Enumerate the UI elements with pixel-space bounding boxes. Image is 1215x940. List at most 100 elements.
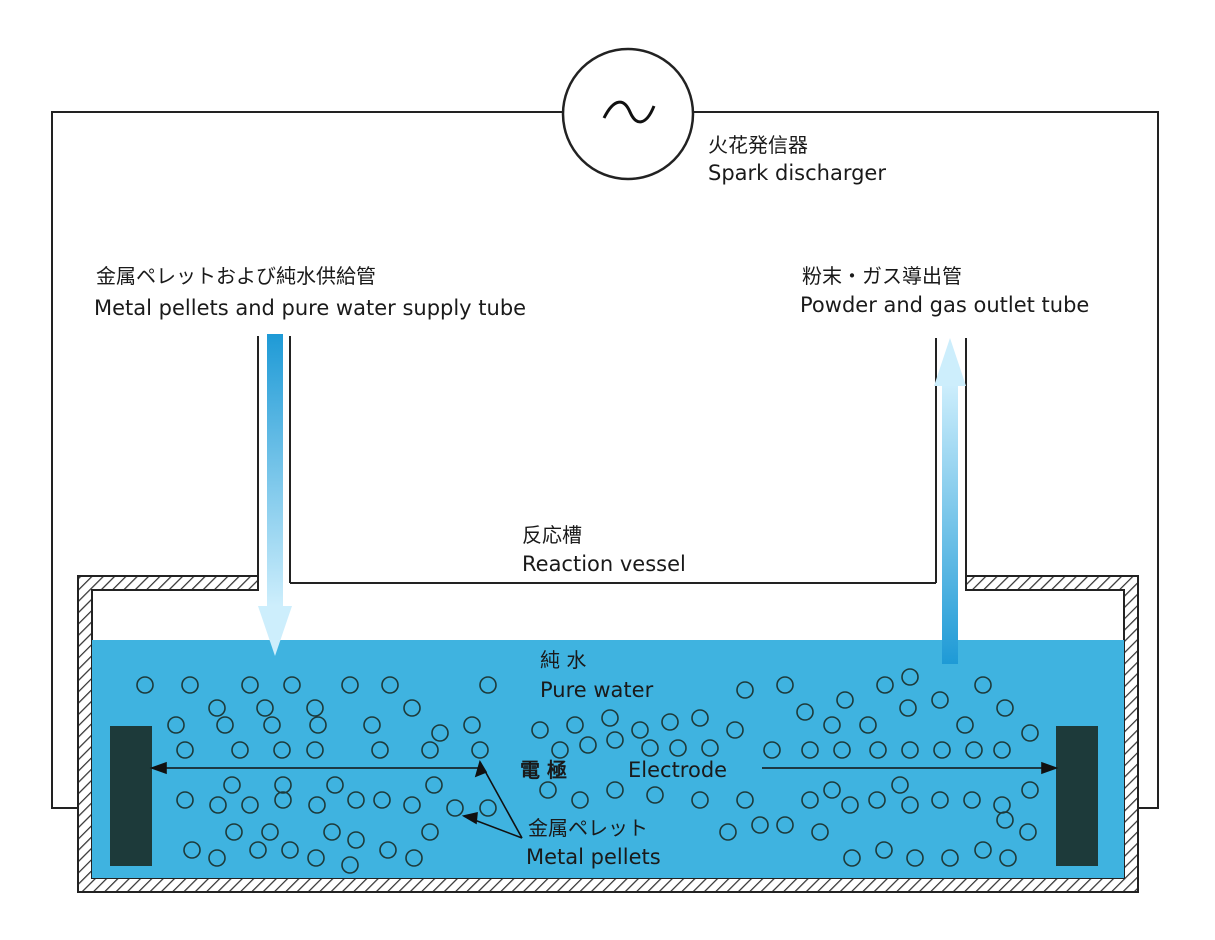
- electrode-label-en: Electrode: [628, 758, 727, 782]
- pellet: [379, 841, 397, 859]
- pellet: [176, 791, 194, 809]
- pellet: [823, 781, 841, 799]
- pellet: [566, 716, 584, 734]
- pellet: [875, 841, 893, 859]
- pellet: [431, 724, 449, 742]
- pellet-pointer-arrows: [461, 760, 523, 839]
- pellet: [347, 831, 365, 849]
- pellet: [901, 741, 919, 759]
- pellet: [899, 699, 917, 717]
- electrode-arrows: [149, 761, 1059, 775]
- pellet: [421, 741, 439, 759]
- pellet: [307, 849, 325, 867]
- pellet: [901, 668, 919, 686]
- pellet: [726, 721, 744, 739]
- pellet: [801, 741, 819, 759]
- right-electrode: [1056, 726, 1098, 866]
- pellet: [373, 791, 391, 809]
- pellet: [736, 681, 754, 699]
- pellet: [341, 676, 359, 694]
- pellet: [181, 676, 199, 694]
- pellet: [281, 841, 299, 859]
- pellet: [931, 691, 949, 709]
- generator-circle: [561, 47, 695, 181]
- pellet: [669, 739, 687, 757]
- pellet: [421, 823, 439, 841]
- pellet: [306, 699, 324, 717]
- pellet: [993, 741, 1011, 759]
- pellet: [859, 716, 877, 734]
- pellet: [868, 791, 886, 809]
- pellet: [274, 791, 292, 809]
- pellet: [996, 811, 1014, 829]
- pellet: [273, 741, 291, 759]
- outlet-tube-label-en: Powder and gas outlet tube: [800, 293, 1089, 317]
- pellet: [833, 741, 851, 759]
- pellet: [811, 823, 829, 841]
- pellet: [274, 776, 292, 794]
- pellet: [308, 796, 326, 814]
- pellet: [606, 781, 624, 799]
- pellet: [208, 849, 226, 867]
- pellet: [347, 791, 365, 809]
- pellet: [471, 741, 489, 759]
- pellet: [701, 739, 719, 757]
- pellet: [836, 691, 854, 709]
- pellet: [249, 841, 267, 859]
- pellet: [209, 796, 227, 814]
- pellet: [965, 741, 983, 759]
- pellet: [719, 823, 737, 841]
- pellet: [381, 676, 399, 694]
- pellet: [931, 791, 949, 809]
- pellet: [363, 716, 381, 734]
- pellet: [974, 841, 992, 859]
- pellet: [1021, 781, 1039, 799]
- pellet: [906, 849, 924, 867]
- supply-tube-label-en: Metal pellets and pure water supply tube: [94, 296, 526, 320]
- pellet: [261, 823, 279, 841]
- pellet: [405, 849, 423, 867]
- pellet: [446, 799, 464, 817]
- pellet: [183, 841, 201, 859]
- pellet: [531, 721, 549, 739]
- pellet: [956, 716, 974, 734]
- pellet: [941, 849, 959, 867]
- supply-flow-arrow: [258, 334, 292, 656]
- pellet: [223, 776, 241, 794]
- pellet: [403, 699, 421, 717]
- spark-discharger: [561, 47, 695, 181]
- pellet: [241, 796, 259, 814]
- outlet-flow-arrow: [934, 338, 966, 664]
- pellet: [691, 791, 709, 809]
- pellet: [539, 781, 557, 799]
- pellet: [216, 716, 234, 734]
- pellet: [463, 716, 481, 734]
- pellet: [256, 699, 274, 717]
- pellet: [641, 739, 659, 757]
- pellet: [309, 716, 327, 734]
- pellet: [225, 823, 243, 841]
- pellet: [371, 741, 389, 759]
- supply-tube-label-jp: 金属ペレットおよび純水供給管: [96, 264, 376, 288]
- pellet: [841, 796, 859, 814]
- pellet: [306, 741, 324, 759]
- pellet: [776, 676, 794, 694]
- pellet: [801, 791, 819, 809]
- pellet: [891, 776, 909, 794]
- pellet: [1021, 724, 1039, 742]
- pellets-label-en: Metal pellets: [526, 845, 661, 869]
- pellets-label-jp: 金属ペレット: [528, 816, 648, 840]
- pellet: [901, 796, 919, 814]
- pellet: [579, 736, 597, 754]
- pellet: [425, 776, 443, 794]
- pellet: [231, 741, 249, 759]
- pellet: [326, 776, 344, 794]
- pellet: [323, 823, 341, 841]
- pellet: [796, 703, 814, 721]
- pellet: [736, 791, 754, 809]
- reaction-vessel-walls: [77, 575, 1139, 893]
- pellet: [241, 676, 259, 694]
- left-electrode: [110, 726, 152, 866]
- pellet: [403, 796, 421, 814]
